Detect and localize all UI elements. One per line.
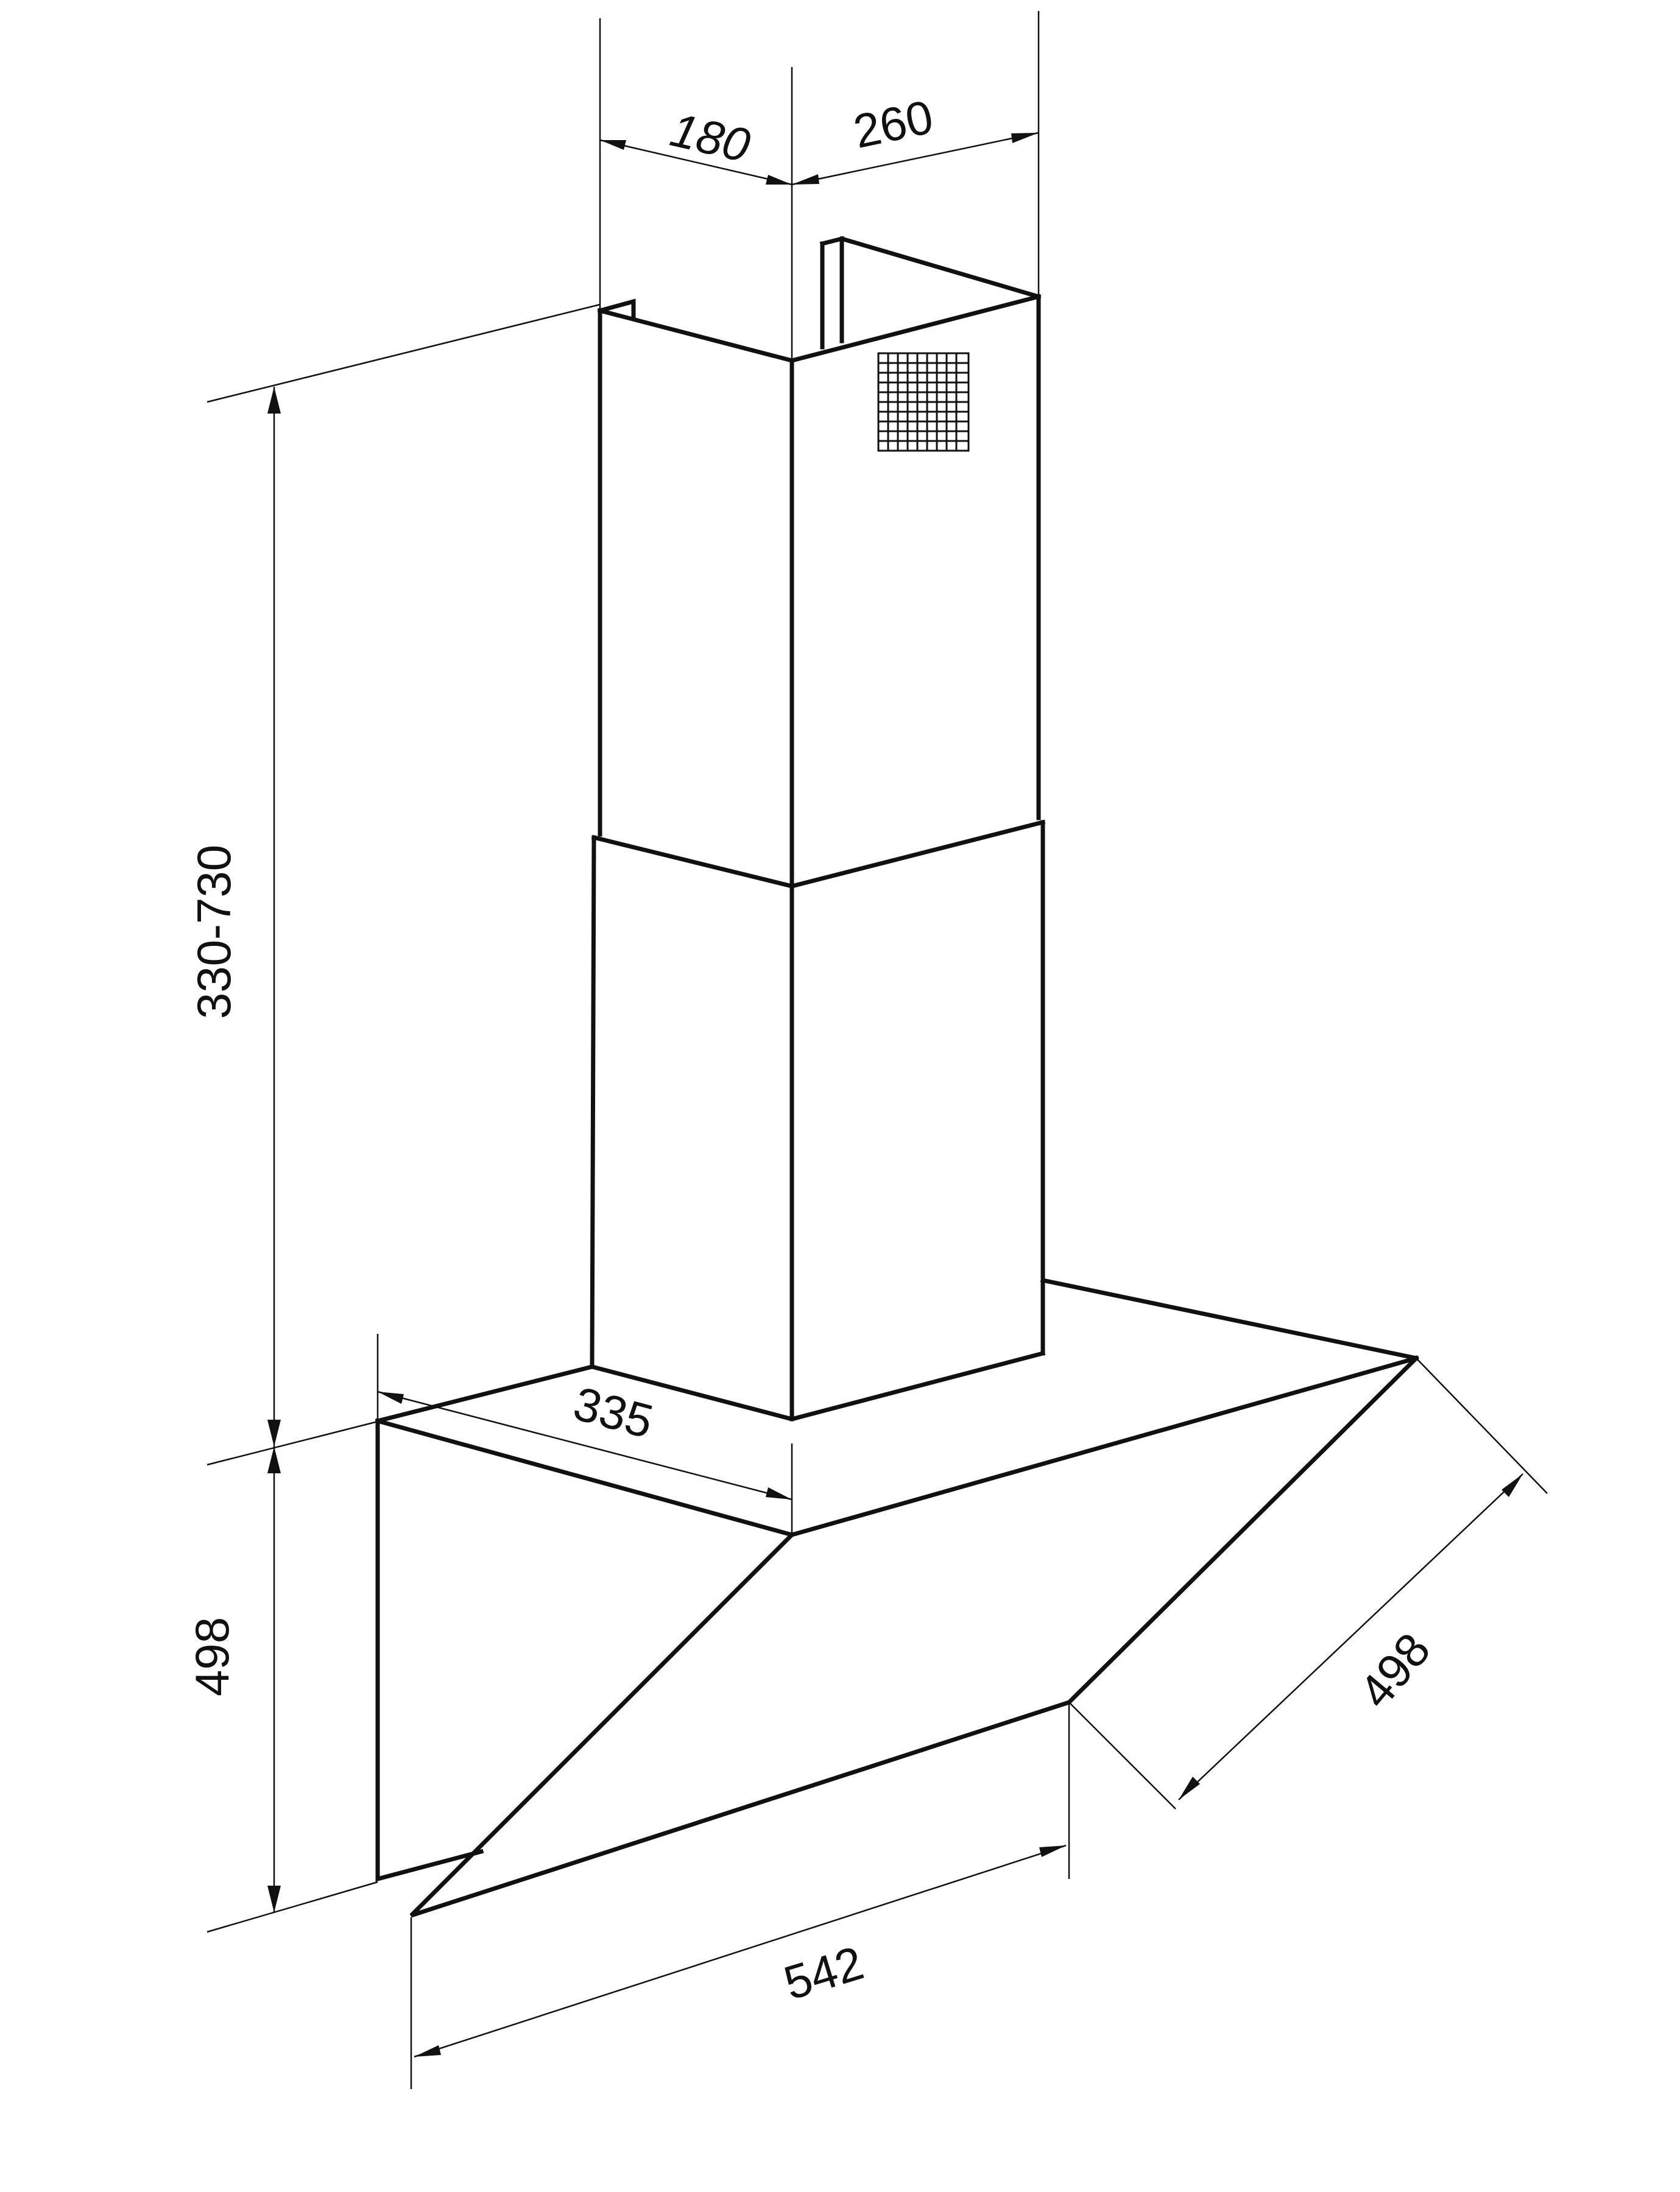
ventilation-grille bbox=[877, 352, 970, 452]
chimney-width-label: 260 bbox=[849, 90, 938, 158]
dim-arrow bbox=[1179, 1777, 1200, 1800]
hood-body-depth-label: 335 bbox=[568, 1376, 658, 1449]
dim-arrow bbox=[267, 1886, 281, 1912]
dim-arrow bbox=[414, 2045, 441, 2057]
hood-height-label: 498 bbox=[185, 1617, 239, 1696]
chimney-height-label: 330-730 bbox=[187, 845, 241, 1019]
dimension-hood-body-depth: 335 bbox=[376, 1334, 793, 1535]
dimension-chimney-height: 330-730 bbox=[187, 303, 601, 1466]
chimney-depth-label: 180 bbox=[666, 102, 755, 172]
dim-arrow bbox=[267, 1420, 281, 1447]
dimension-hood-height: 498 bbox=[185, 1447, 378, 1933]
dim-arrow bbox=[1502, 1474, 1523, 1497]
hood-width-label: 542 bbox=[778, 1936, 869, 2010]
upper-chimney bbox=[597, 236, 1042, 889]
lower-chimney bbox=[589, 819, 1046, 1422]
dim-arrow bbox=[378, 1392, 404, 1404]
dim-arrow bbox=[766, 175, 792, 185]
dim-arrow bbox=[267, 387, 281, 414]
dim-arrow bbox=[792, 174, 819, 185]
dimension-hood-width: 542 bbox=[410, 1704, 1070, 2089]
hood-diagonal-depth-label: 498 bbox=[1349, 1623, 1441, 1718]
dimension-hood-diagonal-depth: 498 bbox=[1068, 1358, 1548, 1810]
dim-arrow bbox=[600, 140, 626, 150]
dimension-chimney-width: 260 bbox=[791, 11, 1040, 297]
dim-arrow bbox=[1039, 1845, 1066, 1857]
dim-arrow bbox=[267, 1447, 281, 1473]
dimension-chimney-depth: 180 bbox=[599, 18, 793, 361]
dim-arrow bbox=[1011, 133, 1039, 143]
dim-arrow bbox=[766, 1487, 792, 1500]
hood-body bbox=[375, 1277, 1419, 1918]
